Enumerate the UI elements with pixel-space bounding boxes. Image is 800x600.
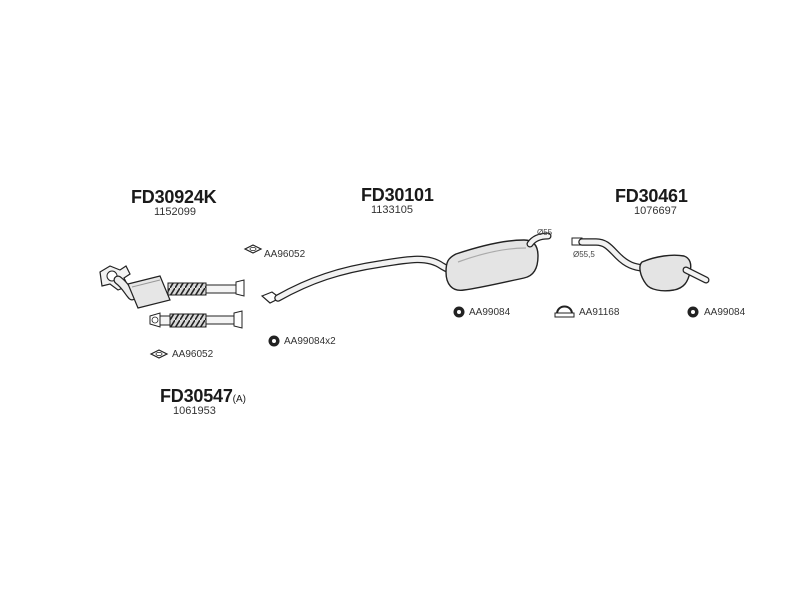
gasket-icon bbox=[149, 349, 169, 359]
accessory-label: AA99084x2 bbox=[284, 336, 336, 347]
flex-pipe bbox=[149, 310, 243, 329]
catalytic-converter-front-pipe bbox=[99, 265, 245, 309]
clamp-icon bbox=[554, 305, 575, 318]
rear-muffler bbox=[571, 237, 710, 292]
part-code: FD30461 bbox=[615, 186, 688, 206]
part-code: FD30924K bbox=[131, 187, 217, 207]
accessory-label: AA96052 bbox=[264, 249, 306, 260]
rubber-hanger-icon bbox=[453, 306, 465, 318]
part-code-block: FD30547(A) bbox=[160, 386, 246, 407]
part-number: 1133105 bbox=[371, 204, 414, 216]
part-number: 1152099 bbox=[154, 206, 197, 218]
accessory-label: AA91168 bbox=[579, 307, 620, 318]
part-code-suffix: (A) bbox=[232, 394, 246, 405]
accessory-label: AA99084 bbox=[469, 307, 511, 318]
part-code: FD30547 bbox=[160, 386, 233, 406]
diameter-label: Ø55 bbox=[537, 228, 553, 237]
center-muffler bbox=[260, 232, 552, 304]
accessory-label: AA96052 bbox=[172, 349, 214, 360]
part-number: 1076697 bbox=[634, 205, 677, 217]
gasket-icon bbox=[243, 244, 263, 254]
part-number: 1061953 bbox=[173, 405, 216, 417]
rubber-hanger-icon bbox=[268, 335, 280, 347]
diameter-label: Ø55,5 bbox=[573, 250, 595, 259]
part-code: FD30101 bbox=[361, 185, 434, 205]
accessory-label: AA99084 bbox=[704, 307, 746, 318]
rubber-hanger-icon bbox=[687, 306, 699, 318]
